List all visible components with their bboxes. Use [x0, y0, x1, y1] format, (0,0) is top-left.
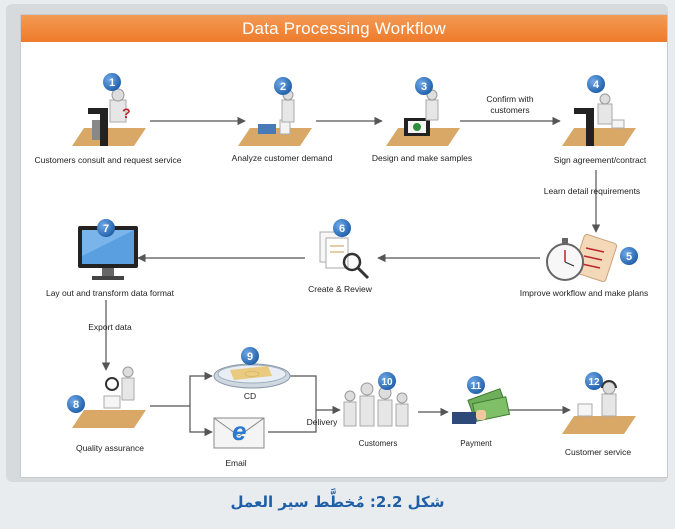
step-12-label: Customer service: [565, 447, 631, 457]
step-12-number: 12: [588, 377, 600, 388]
arrow-email-customers: [268, 410, 317, 433]
step-9-badge: [241, 347, 259, 365]
monitor-icon: [78, 226, 138, 280]
desk-person-icon: ?: [72, 88, 146, 146]
step-3-number: 3: [421, 81, 427, 93]
step-8-badge: [67, 395, 85, 413]
step-10-badge: [378, 372, 396, 390]
step-2-number: 2: [280, 81, 286, 93]
edge-label-confirm-2: customers: [490, 105, 529, 115]
step-9-label: CD: [244, 391, 256, 401]
step-6-badge: [333, 219, 351, 237]
desk-documents-icon: [238, 89, 312, 146]
step-8-number: 8: [73, 399, 79, 411]
diagram-title: Data Processing Workflow: [21, 15, 667, 42]
step-7-number: 7: [103, 223, 109, 235]
step-3: 3 Design and make samples: [372, 77, 472, 163]
step-5-label: Improve workflow and make plans: [520, 288, 649, 298]
connectors: [101, 116, 601, 437]
arrow-8-email: [189, 406, 213, 437]
step-3-badge: [415, 77, 433, 95]
step-1-badge: [103, 73, 121, 91]
step-9: 9 CD: [213, 347, 291, 401]
desk-inspection-icon: [72, 366, 146, 428]
step-6: 6 Create & Review: [308, 219, 373, 294]
step-1-label: Customers consult and request service: [35, 155, 182, 165]
email-node: e Email: [213, 416, 265, 468]
edge-label-confirm-1: Confirm with: [486, 94, 534, 104]
step-7-label: Lay out and transform data format: [46, 288, 175, 298]
svg-text:?: ?: [122, 105, 131, 121]
step-8: 8 Quality assurance: [67, 366, 146, 453]
step-9-number: 9: [247, 351, 253, 363]
desk-samples-icon: [386, 89, 460, 146]
step-5-number: 5: [626, 251, 632, 263]
step-7: 7 Lay out and transform data format: [46, 219, 175, 298]
documents-magnifier-icon: [319, 231, 370, 280]
arrow-cd-customers: [290, 375, 341, 415]
step-1-number: 1: [109, 77, 115, 89]
step-4: 4 Sign agreement/contract: [554, 75, 647, 165]
step-4-number: 4: [593, 79, 600, 91]
money-hand-icon: [452, 388, 511, 424]
step-12: 12 Customer service: [562, 372, 636, 457]
step-11-badge: [467, 376, 485, 394]
edge-label-export: Export data: [88, 322, 132, 332]
step-3-label: Design and make samples: [372, 153, 472, 163]
step-1: ? 1 Customers consult and request servic…: [35, 73, 182, 165]
customers-group-icon: [343, 382, 409, 427]
step-6-number: 6: [339, 223, 345, 235]
step-5-badge: [620, 247, 638, 265]
edge-label-delivery: Delivery: [307, 417, 338, 427]
figure-caption: شكل 2.2: مُخطَّط سير العمل: [230, 493, 445, 511]
step-12-badge: [585, 372, 603, 390]
step-5: 5 Improve workflow and make plans: [520, 234, 649, 298]
step-11-number: 11: [471, 381, 482, 392]
step-4-label: Sign agreement/contract: [554, 155, 647, 165]
desk-headset-icon: [562, 380, 636, 434]
edge-label-learn: Learn detail requirements: [544, 186, 640, 196]
step-6-label: Create & Review: [308, 284, 373, 294]
svg-text:e: e: [232, 416, 246, 446]
step-2-badge: [274, 77, 292, 95]
envelope-ie-icon: e: [213, 416, 265, 449]
step-7-badge: [97, 219, 115, 237]
step-2: 2 Analyze customer demand: [232, 77, 333, 163]
desk-contract-icon: [562, 93, 636, 146]
arrow-8-branch: [150, 371, 213, 407]
step-10: 10 Customers: [343, 372, 409, 448]
step-2-label: Analyze customer demand: [232, 153, 333, 163]
step-11: 11 Payment: [452, 376, 511, 448]
step-10-label: Customers: [359, 439, 398, 448]
step-11-label: Payment: [460, 439, 492, 448]
step-10-number: 10: [381, 377, 393, 388]
stopwatch-clipboard-icon: [546, 234, 618, 282]
email-label: Email: [225, 458, 246, 468]
step-8-label: Quality assurance: [76, 443, 144, 453]
step-4-badge: [587, 75, 605, 93]
cd-icon: [213, 363, 291, 389]
edge-labels: Confirm with customers Learn detail requ…: [88, 94, 640, 427]
